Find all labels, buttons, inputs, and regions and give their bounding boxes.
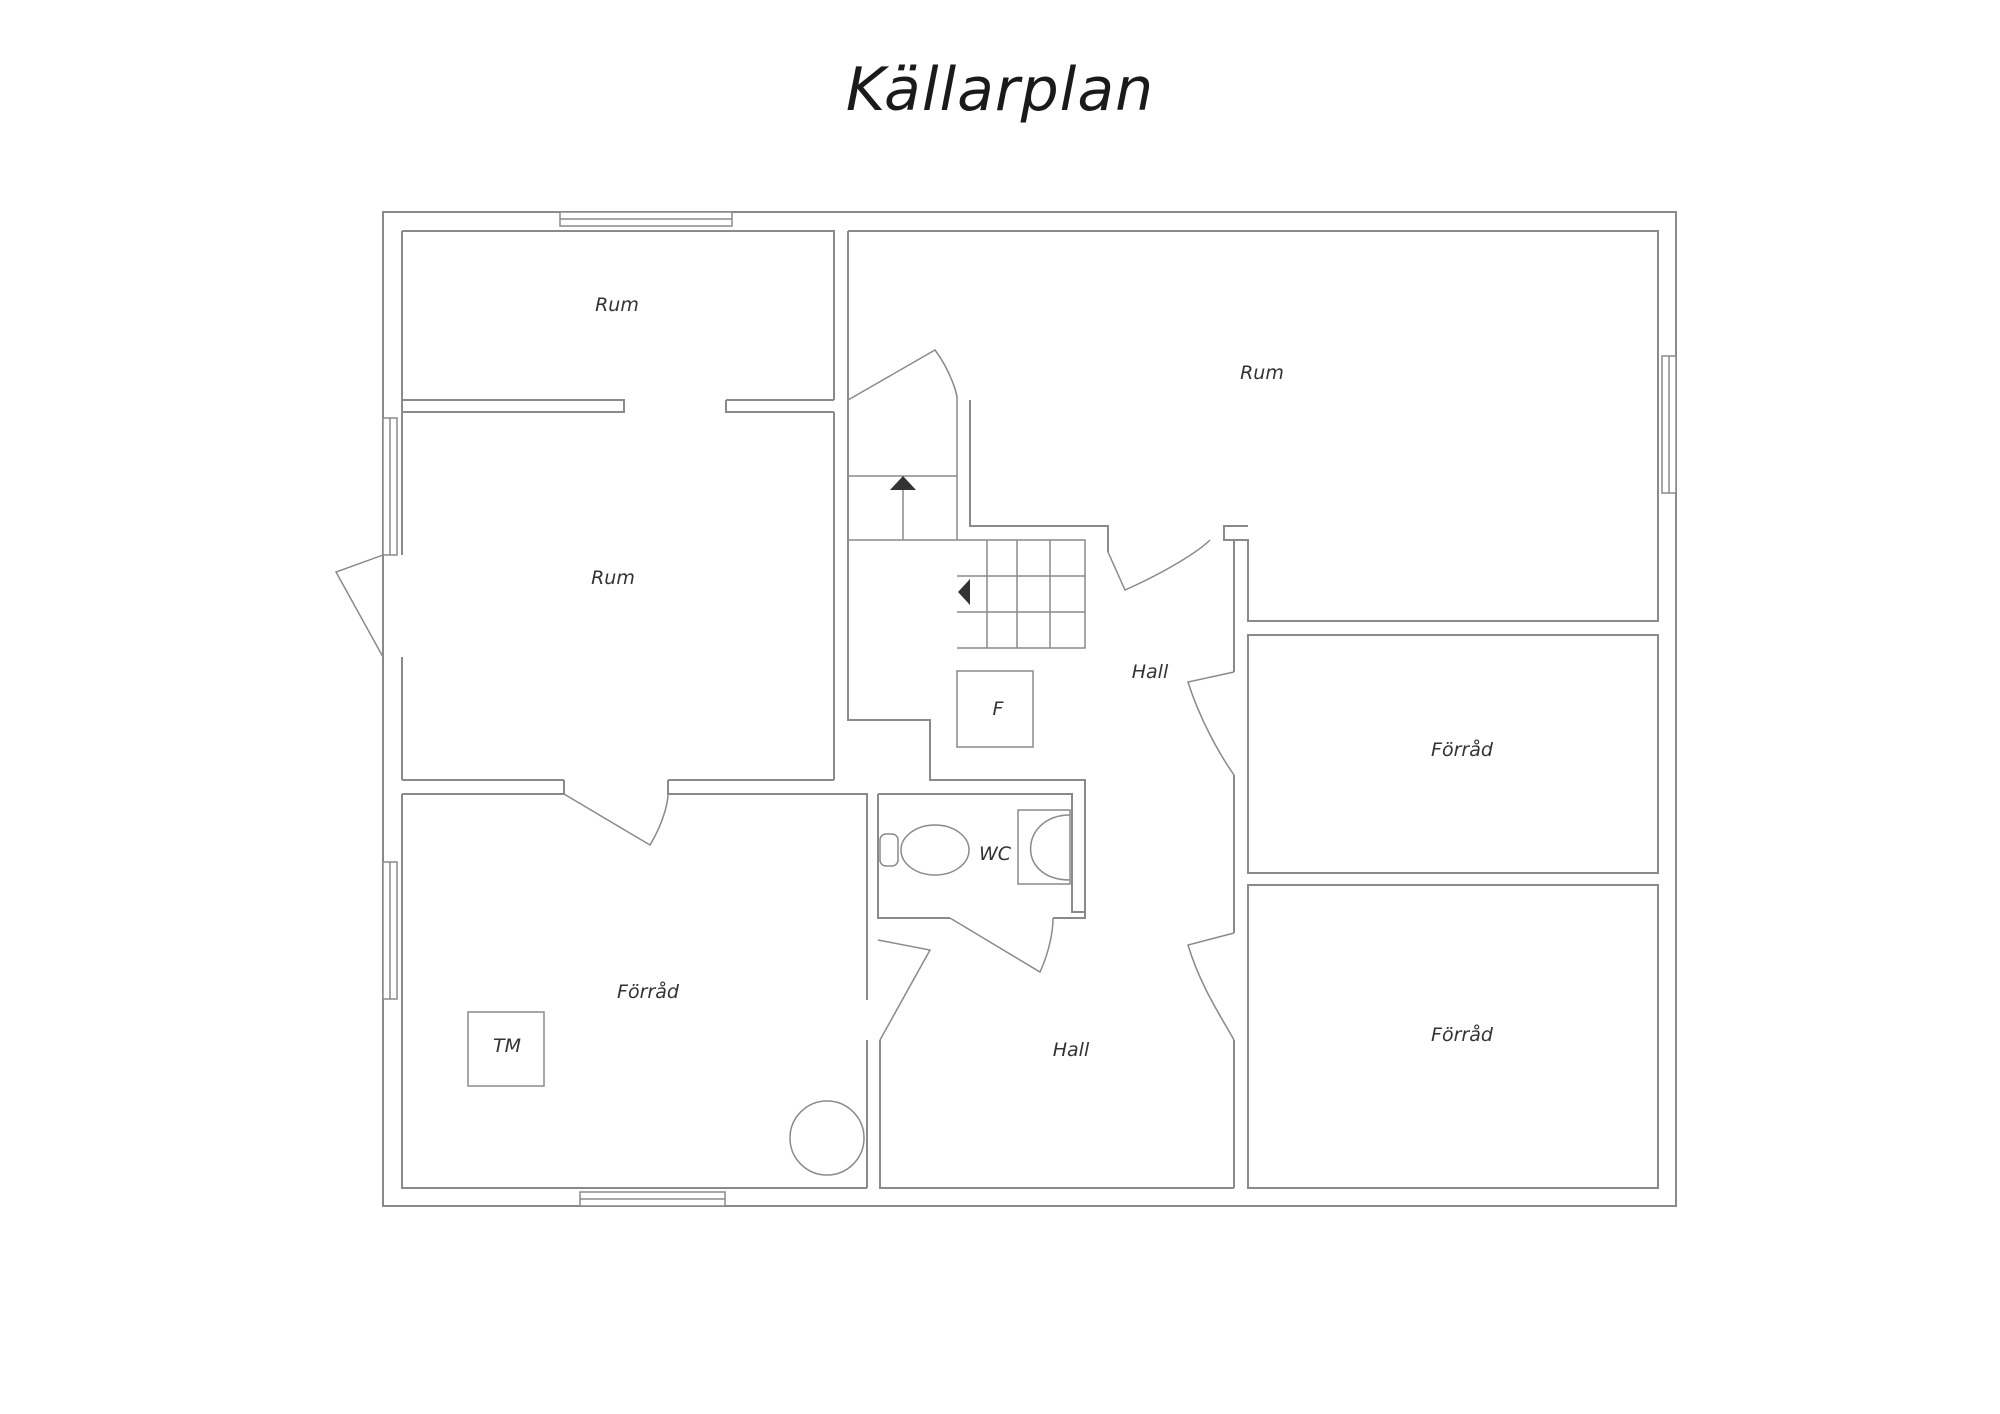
- label-forrad-left: Förråd: [617, 980, 680, 1003]
- room-wc: [877, 793, 1086, 919]
- label-tm-box: TM: [493, 1035, 521, 1057]
- label-hall-lower: Hall: [1053, 1039, 1090, 1061]
- windows: [382, 211, 1677, 1207]
- label-forrad-right-lower: Förråd: [1431, 1023, 1494, 1046]
- sink-icon: [1017, 809, 1071, 885]
- room-rum-top-left: [402, 230, 835, 780]
- label-rum-top-right: Rum: [1240, 362, 1284, 384]
- outer-wall: [382, 211, 1677, 1207]
- round-tank-icon: [789, 1100, 865, 1176]
- room-forrad-right-upper: [1233, 540, 1659, 933]
- fixture-tm-box: [467, 1011, 545, 1087]
- label-rum-left: Rum: [591, 567, 635, 589]
- page-title: Källarplan: [845, 55, 1155, 125]
- label-hall-upper: Hall: [1132, 661, 1169, 683]
- label-f-box: F: [993, 698, 1005, 720]
- door-swings: [334, 349, 1235, 1041]
- stair-arrow-left-icon: [958, 579, 970, 605]
- room-rum-left: [402, 779, 868, 1188]
- room-forrad-right-lower: [1233, 884, 1659, 1189]
- room-hall-lower: [879, 1040, 1234, 1189]
- label-forrad-right-upper: Förråd: [1431, 738, 1494, 761]
- room-rum-top-right: [847, 230, 1659, 622]
- label-wc: WC: [979, 843, 1012, 865]
- fixture-f-box: [956, 670, 1034, 748]
- stair-arrow-up-icon: [890, 476, 916, 490]
- toilet-icon: [900, 824, 970, 876]
- staircase: [847, 400, 1086, 912]
- label-rum-top-left: Rum: [595, 294, 639, 316]
